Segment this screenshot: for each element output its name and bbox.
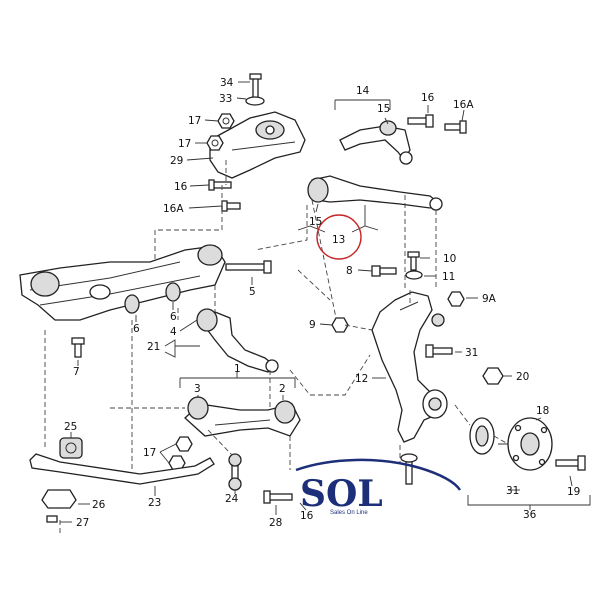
callout-34: 34 [220, 77, 234, 89]
assembly-guide-lines [44, 160, 509, 535]
callout-1: 1 [234, 363, 241, 375]
clamp-26 [41, 489, 77, 509]
upper-mount-bracket-29 [209, 111, 306, 179]
nut-9A [447, 291, 465, 307]
nut-17-lower-a [175, 436, 193, 452]
callout-20: 20 [516, 371, 529, 383]
callout-27: 27 [76, 517, 89, 529]
callout-11: 11 [442, 271, 455, 283]
wheel-bearing-31 [469, 417, 495, 455]
callout-25: 25 [64, 421, 77, 433]
callout-17: 17 [143, 447, 156, 459]
callout-17: 17 [178, 138, 191, 150]
callout-4: 4 [170, 326, 177, 338]
callout-16: 16 [300, 510, 314, 522]
callout-18: 18 [536, 405, 549, 417]
bushing-6-right [165, 282, 181, 302]
callout-6: 6 [170, 311, 177, 323]
callout-16: 16 [174, 181, 188, 193]
callout-28: 28 [269, 517, 282, 529]
callout-15: 15 [309, 216, 322, 228]
washer-11 [405, 270, 423, 280]
nut-17-middle [206, 135, 224, 151]
callout-15: 15 [377, 103, 390, 115]
callout-26: 26 [92, 499, 106, 511]
callout-29: 29 [170, 155, 183, 167]
callout-31: 31 [506, 485, 519, 497]
front-subframe [19, 244, 226, 321]
bolt-31-upper [425, 344, 453, 358]
coupling-rod-24 [228, 453, 242, 491]
callout-19: 19 [567, 486, 580, 498]
callout-16: 16 [421, 92, 435, 104]
callout-14: 14 [356, 85, 370, 97]
callout-6: 6 [133, 323, 140, 335]
callout-24: 24 [225, 493, 239, 505]
bushing-6-left [124, 294, 140, 314]
wheel-bearing-housing-12 [371, 291, 448, 443]
callout-3: 3 [194, 383, 201, 395]
bolt-34 [249, 73, 262, 99]
callout-23: 23 [148, 497, 161, 509]
bolt-5 [225, 260, 272, 274]
upper-control-arm-13 [307, 175, 443, 211]
callout-9A: 9A [482, 293, 497, 305]
bolt-16-left [208, 179, 232, 191]
callout-12: 12 [355, 373, 368, 385]
stabilizer-bar-23 [29, 453, 215, 485]
callout-21: 21 [147, 341, 160, 353]
bolt-10 [407, 251, 420, 271]
bolt-19 [555, 455, 586, 471]
callout-7: 7 [73, 366, 80, 378]
callout-8: 8 [346, 265, 353, 277]
wheel-hub-18 [498, 417, 553, 471]
lower-arm-21 [196, 308, 279, 373]
callout-16A: 16A [163, 203, 184, 215]
callout-10: 10 [443, 253, 456, 265]
callout-2: 2 [279, 383, 286, 395]
ball-joint [431, 313, 445, 327]
callout-17: 17 [188, 115, 201, 127]
bolt-8 [371, 265, 397, 277]
rubber-bushing-25 [59, 437, 83, 459]
callout-labels: 34 33 17 17 29 16 16A 14 15 16 16A 15 13… [64, 77, 580, 529]
callout-16A: 16A [453, 99, 474, 111]
logo-text: SOL [300, 473, 383, 515]
nut-17-upper [217, 113, 235, 129]
bolt-16-upper-right [407, 114, 434, 128]
callout-5: 5 [249, 286, 256, 298]
highlight-circle-13 [316, 214, 362, 260]
logo-subtitle: Sales On Line [330, 510, 368, 516]
callout-13: 13 [332, 234, 345, 246]
upper-control-arm-14 [339, 120, 413, 165]
callout-33: 33 [219, 93, 232, 105]
nut-20 [482, 367, 504, 385]
washer-33 [245, 96, 265, 106]
bolt-27 [46, 515, 58, 523]
bolt-16A-upper-right [444, 120, 467, 134]
logo-swoosh [295, 458, 462, 491]
callout-9: 9 [309, 319, 316, 331]
lower-link-1 [184, 396, 301, 437]
sol-logo: SOL Sales On Line [295, 458, 462, 516]
bolt-28 [263, 490, 293, 504]
bolt-16A-left [221, 200, 241, 212]
callout-31: 31 [465, 347, 478, 359]
leader-lines [60, 81, 591, 523]
bolt-7 [71, 337, 85, 358]
callout-36: 36 [523, 509, 537, 521]
bolt-knuckle-lower [400, 453, 418, 485]
